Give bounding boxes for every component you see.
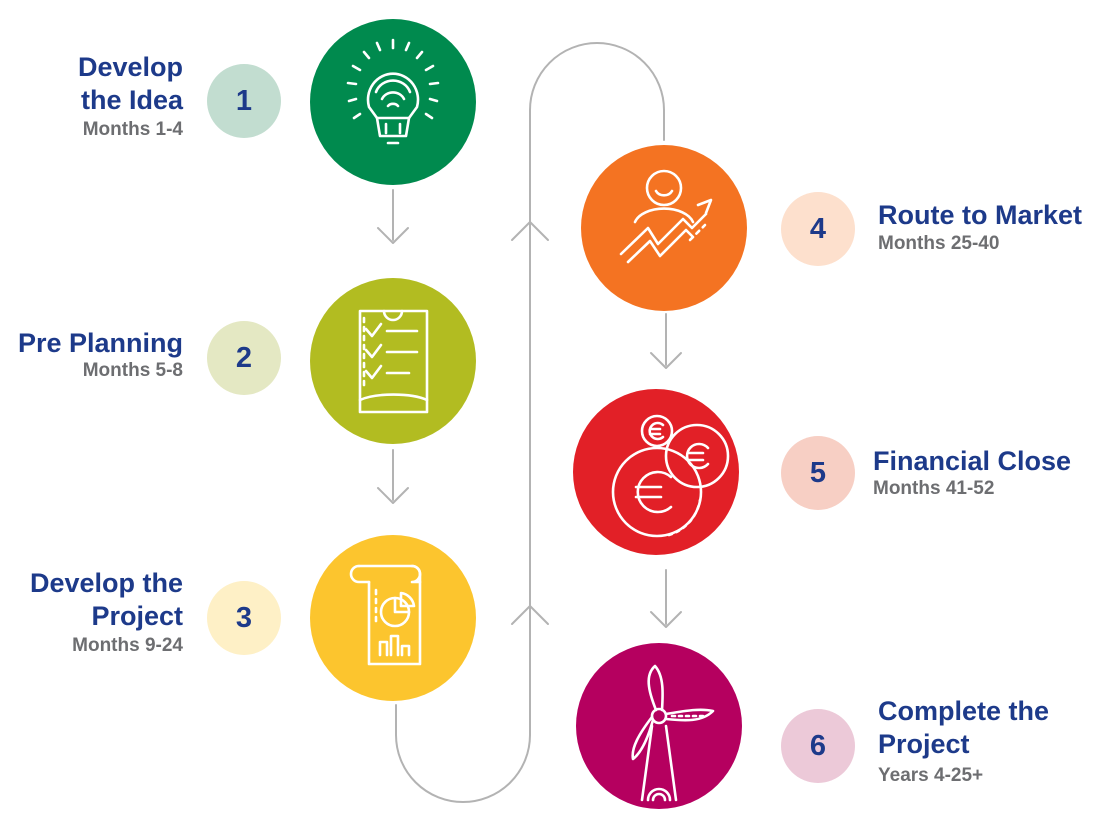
arrow-2-3-head: [377, 487, 409, 504]
report-chart-icon: [349, 564, 422, 666]
connector-path: [395, 42, 665, 803]
lightbulb-icon: [346, 38, 440, 145]
step-1-period: Months 1-4: [82, 119, 183, 140]
step-3-title-line: Develop the: [29, 568, 183, 598]
step-6-circle: [576, 643, 742, 809]
step-1-number: 1: [207, 64, 281, 138]
step-3-title-line: Project: [91, 601, 183, 631]
step-1-title-line: the Idea: [80, 85, 183, 115]
step-5-number: 5: [781, 436, 855, 510]
euro-coins-icon: [611, 414, 730, 538]
step-6-title-line: Project: [878, 729, 970, 759]
arrow-1-2-head: [377, 227, 409, 244]
step-3-title: Develop the Project: [30, 567, 183, 633]
step-2-period: Months 5-8: [82, 360, 183, 381]
step-1-circle: [310, 19, 476, 185]
wind-turbine-icon: [631, 664, 715, 802]
step-2-title: Pre Planning: [18, 327, 183, 360]
step-4-number: 4: [781, 192, 855, 266]
step-2-title-line: Pre Planning: [17, 328, 183, 358]
step-6-title-line: Complete the: [878, 696, 1050, 726]
step-3-number: 3: [207, 581, 281, 655]
step-3-circle: [310, 535, 476, 701]
arrow-4-5-head: [650, 352, 682, 369]
step-2-circle: [310, 278, 476, 444]
arrow-5-6-head: [650, 611, 682, 628]
step-4-circle: [581, 145, 747, 311]
up-arrow: [511, 605, 549, 625]
step-5-period: Months 41-52: [873, 478, 995, 499]
step-5-title: Financial Close: [873, 445, 1071, 478]
step-6-period: Years 4-25+: [878, 765, 984, 786]
step-6-title: Complete the Project: [878, 695, 1049, 761]
step-6-number: 6: [781, 709, 855, 783]
step-4-period: Months 25-40: [878, 233, 1000, 254]
step-1-title-line: Develop: [77, 52, 183, 82]
up-arrow: [511, 221, 549, 241]
step-1-title: Develop the Idea: [78, 51, 183, 117]
person-growth-icon: [619, 169, 713, 264]
checklist-icon: [358, 309, 429, 414]
step-4-title-line: Route to Market: [878, 200, 1083, 230]
step-3-period: Months 9-24: [72, 635, 183, 656]
step-2-number: 2: [207, 321, 281, 395]
step-5-title-line: Financial Close: [873, 446, 1072, 476]
step-4-title: Route to Market: [878, 199, 1082, 232]
